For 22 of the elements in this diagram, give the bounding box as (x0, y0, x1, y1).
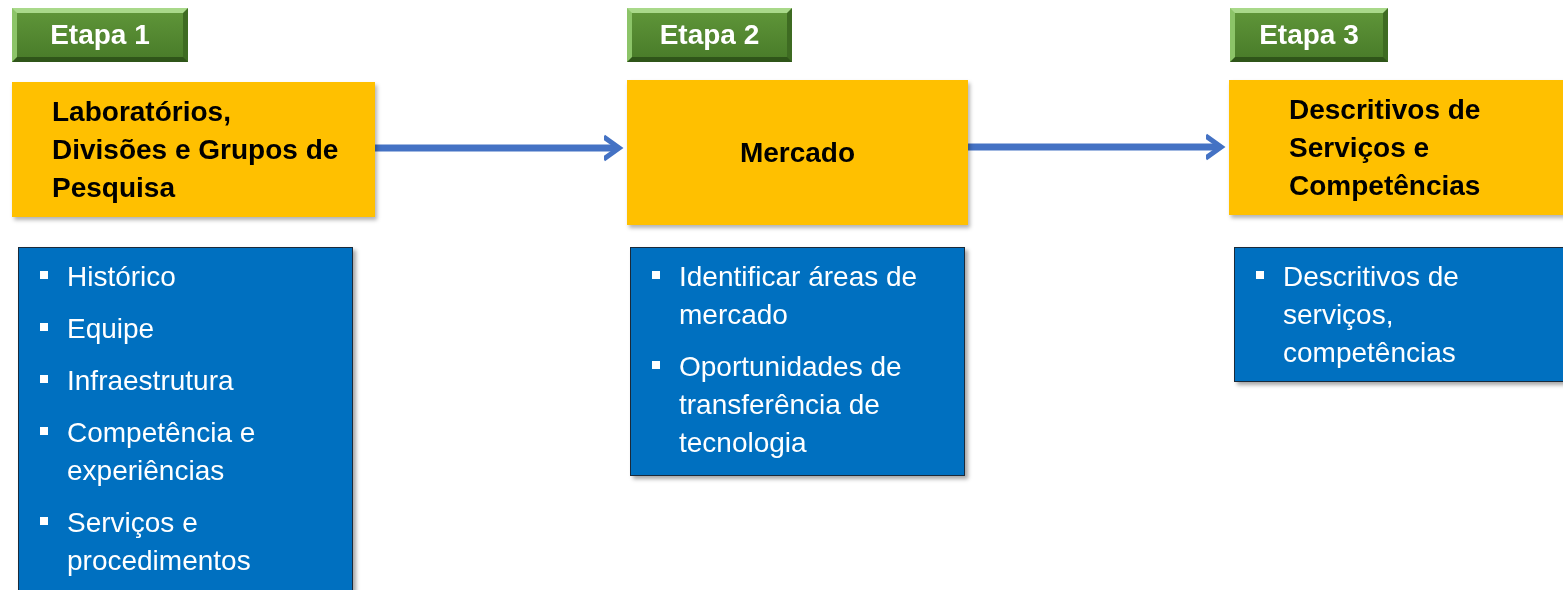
list-panel (18, 247, 353, 590)
list-item: Descritivos de serviços, competências (1283, 260, 1460, 370)
list-item: Oportunidades de transferência de tecnologia (679, 350, 903, 460)
arrow (375, 134, 622, 162)
list-item: Serviços e procedimentos (67, 506, 252, 578)
stage-title: Mercado (739, 135, 856, 170)
arrow (968, 133, 1224, 161)
list-item: Equipe (67, 312, 155, 346)
list-item: Histórico (67, 260, 176, 294)
stage-title: Laboratórios, Divisões e Grupos de Pesquisa (52, 94, 340, 205)
stage-badge: Etapa 3 (1230, 8, 1388, 62)
list-panel (630, 247, 965, 476)
stage-title: Descritivos de Serviços e Competências (1289, 92, 1482, 203)
stage-box (627, 80, 968, 225)
list-item: Competência e experiências (67, 416, 257, 488)
list-item: Infraestrutura (67, 364, 234, 398)
stage-box (12, 82, 375, 217)
stage-badge: Etapa 2 (627, 8, 792, 62)
stage-badge: Etapa 1 (12, 8, 188, 62)
list-item: Identificar áreas de mercado (679, 260, 919, 332)
stage-box (1229, 80, 1563, 215)
list-panel (1234, 247, 1563, 382)
